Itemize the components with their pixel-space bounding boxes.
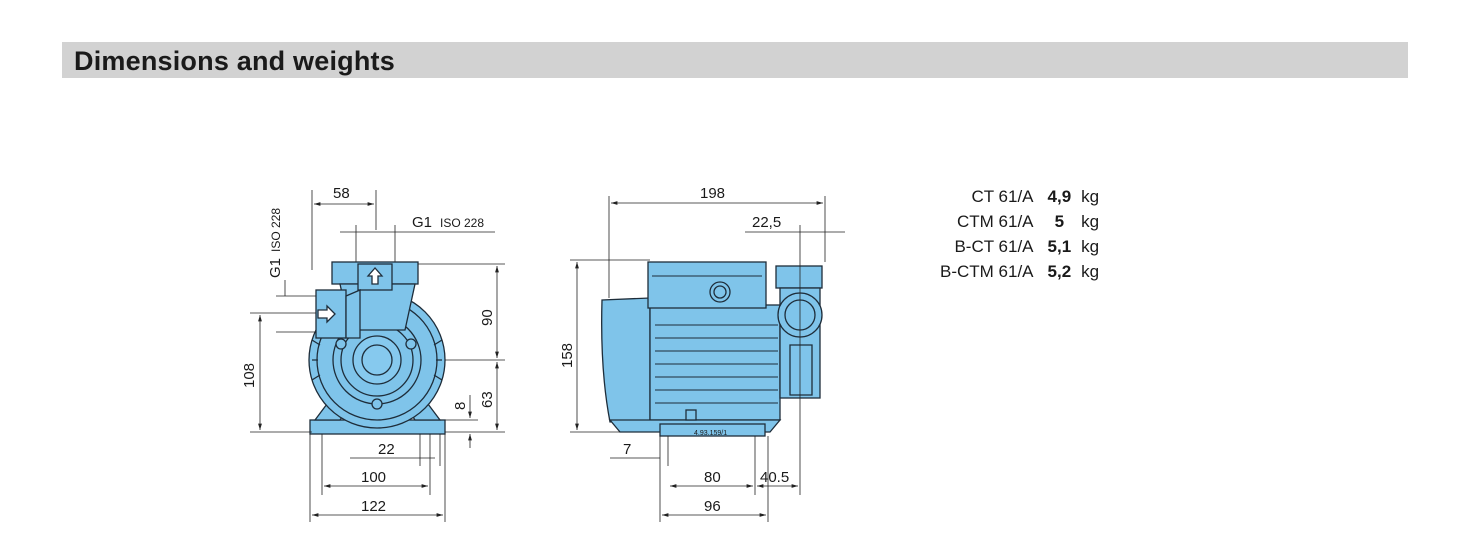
- dim-22: 22: [378, 441, 395, 458]
- dim-108: 108: [241, 363, 258, 388]
- dim-158: 158: [559, 343, 576, 368]
- weight-value: 4,9: [1047, 187, 1072, 206]
- weight-value: 5,1: [1047, 237, 1072, 256]
- weight-value: 5: [1054, 212, 1065, 231]
- weights-row: CTM 61/A 5 kg: [940, 209, 1099, 234]
- dim-outlet-thread: G1: [412, 214, 432, 231]
- plate-label: 4.93.159/1: [694, 430, 727, 437]
- weight-unit: kg: [1081, 262, 1100, 281]
- dim-inlet-thread: G1: [267, 258, 284, 278]
- dim-outlet-standard: ISO 228: [440, 216, 484, 230]
- dim-100: 100: [361, 469, 386, 486]
- weight-model: B-CTM 61/A: [940, 262, 1034, 281]
- dim-8: 8: [452, 402, 469, 410]
- dim-40-5: 40.5: [760, 469, 789, 486]
- weight-model: CT 61/A: [971, 187, 1034, 206]
- weight-model: CTM 61/A: [957, 212, 1034, 231]
- weights-row: B-CTM 61/A 5,2 kg: [940, 259, 1099, 284]
- weight-unit: kg: [1081, 237, 1100, 256]
- weights-row: B-CT 61/A 5,1 kg: [940, 234, 1099, 259]
- weight-value: 5,2: [1047, 262, 1072, 281]
- dim-122: 122: [361, 498, 386, 515]
- dim-80: 80: [704, 469, 721, 486]
- weights-table: CT 61/A 4,9 kg CTM 61/A 5 kg B-CT 61/A 5…: [940, 184, 1099, 284]
- dim-90: 90: [479, 309, 496, 326]
- section-title: Dimensions and weights: [74, 46, 395, 76]
- section-header: Dimensions and weights: [62, 42, 1408, 78]
- dim-96: 96: [704, 498, 721, 515]
- dim-63: 63: [479, 391, 496, 408]
- dim-198: 198: [700, 185, 725, 202]
- side-view-drawing: [601, 261, 823, 437]
- dim-inlet-standard: ISO 228: [269, 208, 283, 252]
- side-view-dimensions: [570, 196, 845, 522]
- dim-22-5: 22,5: [752, 214, 781, 231]
- weights-row: CT 61/A 4,9 kg: [940, 184, 1099, 209]
- dim-58: 58: [333, 185, 350, 202]
- dim-7: 7: [623, 441, 631, 458]
- front-view-drawing: [308, 261, 446, 435]
- front-view-dimensions: [250, 190, 505, 522]
- weight-model: B-CT 61/A: [954, 237, 1034, 256]
- weight-unit: kg: [1081, 187, 1100, 206]
- weight-unit: kg: [1081, 212, 1100, 231]
